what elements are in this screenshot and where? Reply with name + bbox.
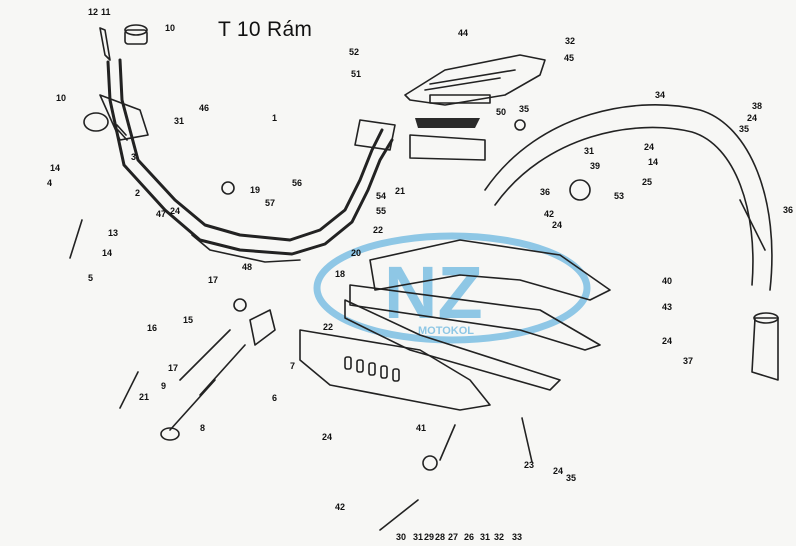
callout-12: 12 [88,7,98,17]
watermark-logo: NZ MOTOKOL [313,232,591,344]
callout-56: 56 [292,178,302,188]
callout-47: 47 [156,209,166,219]
callout-55: 55 [376,206,386,216]
callout-48: 48 [242,262,252,272]
callout-43: 43 [662,302,672,312]
watermark-subtext: MOTOKOL [418,325,474,337]
callout-57: 57 [265,198,275,208]
callout-25: 25 [642,177,652,187]
frame-main-tube [99,58,394,263]
callout-20: 20 [351,248,361,258]
callout-21: 21 [395,186,405,196]
callout-36: 36 [783,205,793,215]
callout-11: 11 [101,7,111,17]
callout-50: 50 [496,107,506,117]
callout-41: 41 [416,423,426,433]
callout-10: 10 [165,23,175,33]
callout-24: 24 [553,466,563,476]
callout-36: 36 [540,187,550,197]
callout-18: 18 [335,269,345,279]
callout-21: 21 [139,392,149,402]
callout-46: 46 [199,103,209,113]
callout-38: 38 [752,101,762,111]
callout-14: 14 [648,157,658,167]
callout-1: 1 [272,113,277,123]
chain-guard [299,329,491,411]
callout-31: 31 [174,116,184,126]
callout-7: 7 [290,361,295,371]
callout-33: 33 [512,532,522,542]
callout-10: 10 [56,93,66,103]
callout-35: 35 [566,473,576,483]
callout-3: 3 [131,152,136,162]
callout-19: 19 [250,185,260,195]
callout-22: 22 [323,322,333,332]
callout-31: 31 [480,532,490,542]
callout-24: 24 [552,220,562,230]
callout-26: 26 [464,532,474,542]
callout-23: 23 [524,460,534,470]
callout-17: 17 [168,363,178,373]
callout-16: 16 [147,323,157,333]
callout-53: 53 [614,191,624,201]
callout-42: 42 [335,502,345,512]
callout-24: 24 [170,206,180,216]
callout-14: 14 [102,248,112,258]
callout-24: 24 [322,432,332,442]
diagram-title: T 10 Rám [218,18,313,41]
callout-24: 24 [662,336,672,346]
stand-levers [160,309,276,441]
callout-31: 31 [584,146,594,156]
callout-34: 34 [655,90,665,100]
callout-37: 37 [683,356,693,366]
callout-30: 30 [396,532,406,542]
fasteners [69,119,591,531]
callout-42: 42 [544,209,554,219]
callout-35: 35 [519,104,529,114]
callout-28: 28 [435,532,445,542]
callout-31: 31 [413,532,423,542]
callout-8: 8 [200,423,205,433]
callout-27: 27 [448,532,458,542]
callout-54: 54 [376,191,386,201]
callout-24: 24 [747,113,757,123]
swing-arm [344,239,611,391]
callout-5: 5 [88,273,93,283]
callout-40: 40 [662,276,672,286]
callout-2: 2 [135,188,140,198]
steering-head [83,24,148,141]
seat-bracket [354,118,486,161]
callout-52: 52 [349,47,359,57]
callout-14: 14 [50,163,60,173]
watermark-text: NZ [384,251,483,334]
callout-17: 17 [208,275,218,285]
callout-44: 44 [458,28,468,38]
callout-45: 45 [564,53,574,63]
callout-4: 4 [47,178,52,188]
callout-13: 13 [108,228,118,238]
callout-15: 15 [183,315,193,325]
callout-32: 32 [494,532,504,542]
rear-fender [484,104,773,291]
rear-carrier [404,54,546,106]
callout-24: 24 [644,142,654,152]
callout-32: 32 [565,36,575,46]
callout-9: 9 [161,381,166,391]
callout-39: 39 [590,161,600,171]
callout-22: 22 [373,225,383,235]
shock-cover [751,312,779,381]
callout-29: 29 [424,532,434,542]
callout-51: 51 [351,69,361,79]
callout-35: 35 [739,124,749,134]
callout-6: 6 [272,393,277,403]
